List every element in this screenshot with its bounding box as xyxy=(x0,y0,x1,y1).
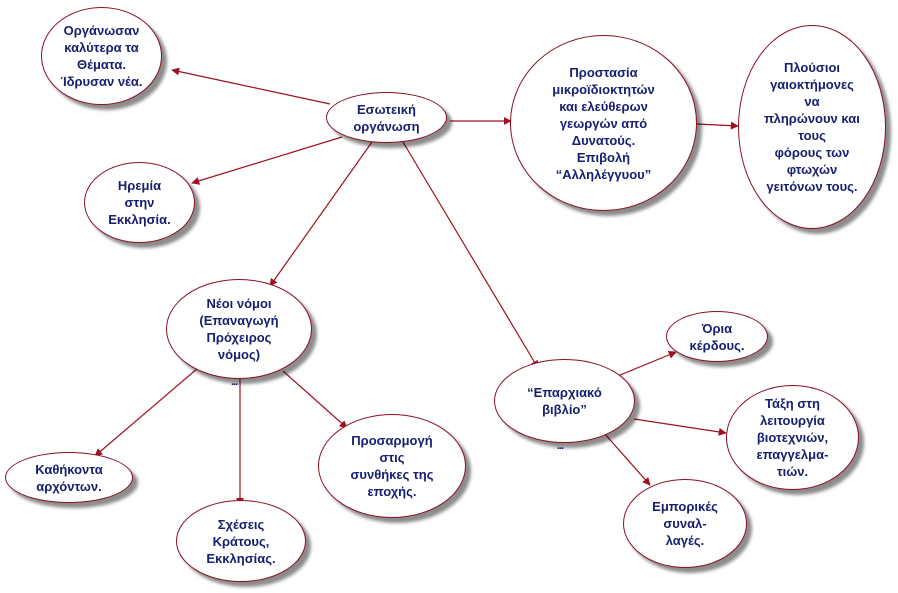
neoi-nomoi-more-marker: ... xyxy=(231,376,238,388)
node-sxeseis: Σχέσεις Κράτους, Εκκλησίας. xyxy=(176,500,306,582)
node-neoi-nomoi: Νέοι νόμοι (Επαναγωγή Πρόχειρος νόμος) xyxy=(166,279,312,379)
edge-esoteriki-eparxiako xyxy=(402,141,539,369)
node-esoteriki: Εσωτεική οργάνωση xyxy=(326,92,447,143)
node-taxi-label: Τάξη στη λειτουργία βιοτεχνιών, επαγγελμ… xyxy=(756,396,829,479)
node-prostasia-label: Προστασία μικροϊδιοκτητών και ελεύθερων … xyxy=(552,64,655,182)
node-iremia: Ηρεμία στην Εκκλησία. xyxy=(84,162,195,243)
edge-esoteriki-organosan xyxy=(171,67,331,105)
eparxiako-more-marker: ... xyxy=(557,440,564,452)
node-taxi: Τάξη στη λειτουργία βιοτεχνιών, επαγγελμ… xyxy=(726,385,859,490)
node-emporikes: Εμπορικές συναλ- λαγές. xyxy=(623,479,747,568)
node-kathikonta-label: Καθήκοντα αρχόντων. xyxy=(35,461,103,494)
node-organosan: Οργάνωσαν καλύτερα τα Θέματα. Ίδρυσαν νέ… xyxy=(41,7,162,105)
edge-esoteriki-neoi-nomoi xyxy=(269,141,373,287)
node-neoi-nomoi-label: Νέοι νόμοι (Επαναγωγή Πρόχειρος νόμος) xyxy=(199,296,279,362)
node-prosarmogi: Προσαρμογή στις συνθήκες της εποχής. xyxy=(318,414,466,518)
node-prostasia: Προστασία μικροϊδιοκτητών και ελεύθερων … xyxy=(510,35,697,211)
node-eparxiako-label: “Επαρχιακό βιβλίο” xyxy=(527,385,602,417)
node-kathikonta: Καθήκοντα αρχόντων. xyxy=(5,452,133,503)
node-oria-label: Όρια κέρδους. xyxy=(689,320,745,353)
node-eparxiako: “Επαρχιακό βιβλίο” xyxy=(494,359,635,443)
node-plousioi: Πλούσιοι γαιοκτήμονες να πληρώνουν και τ… xyxy=(738,25,886,229)
edge-prostasia-plousioi xyxy=(696,121,739,130)
node-plousioi-label: Πλούσιοι γαιοκτήμονες να πληρώνουν και τ… xyxy=(764,60,860,194)
edge-neoi-nomoi-prosarmogi xyxy=(282,370,348,429)
node-organosan-label: Οργάνωσαν καλύτερα τα Θέματα. Ίδρυσαν νέ… xyxy=(60,23,143,89)
edge-eparxiako-emporikes xyxy=(603,432,651,486)
node-oria: Όρια κέρδους. xyxy=(666,311,768,362)
edge-esoteriki-iremia xyxy=(191,136,343,185)
edge-eparxiako-taxi xyxy=(633,418,727,436)
node-esoteriki-label: Εσωτεική οργάνωση xyxy=(353,101,420,134)
edge-neoi-nomoi-kathikonta xyxy=(94,367,199,457)
node-emporikes-label: Εμπορικές συναλ- λαγές. xyxy=(652,499,718,548)
node-prosarmogi-label: Προσαρμογή στις συνθήκες της εποχής. xyxy=(350,433,434,499)
node-iremia-label: Ηρεμία στην Εκκλησία. xyxy=(108,178,171,227)
node-sxeseis-label: Σχέσεις Κράτους, Εκκλησίας. xyxy=(206,516,276,566)
